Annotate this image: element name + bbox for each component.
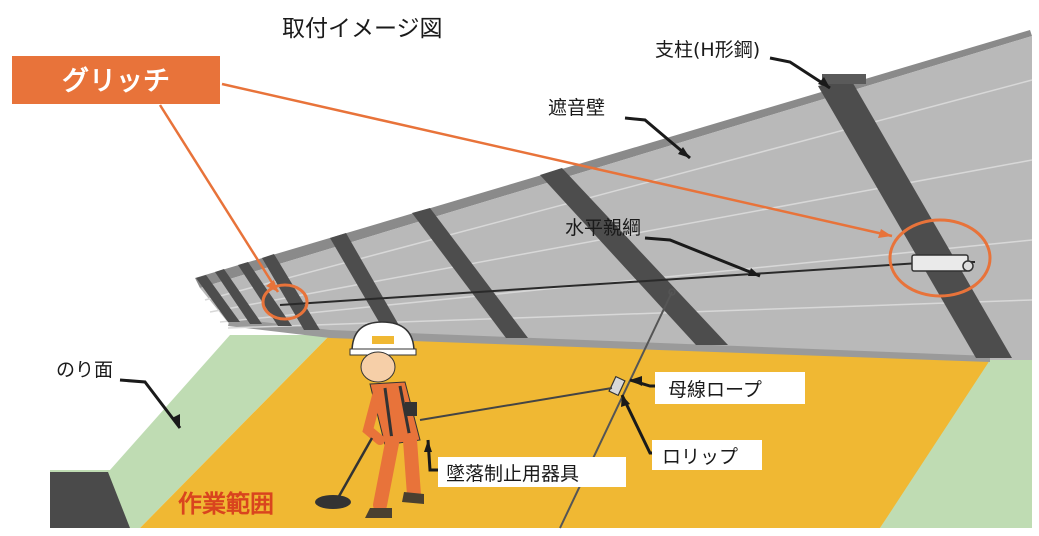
pillars xyxy=(196,78,1012,358)
slope-label: のり面 xyxy=(56,359,113,381)
slope-left-area xyxy=(50,335,330,528)
grip-leader-right xyxy=(221,82,893,238)
grip-leader-left xyxy=(158,104,280,293)
horizontal-lifeline xyxy=(279,261,936,306)
fall-arrest-label: 墜落制止用器具 xyxy=(446,463,579,485)
grip-highlight-large xyxy=(888,218,992,298)
grip-arrow-right xyxy=(878,229,892,238)
fall-arrest-label-bg xyxy=(438,457,626,487)
grip-clamp-device xyxy=(911,254,969,272)
pillar-label: 支柱(H形鋼) xyxy=(655,39,760,61)
grip-bolt xyxy=(962,260,974,272)
grip-highlight-small xyxy=(261,283,309,321)
pillar-cap xyxy=(822,74,866,84)
callout-arrowheads xyxy=(172,77,830,452)
lanyard xyxy=(419,387,613,421)
road-block xyxy=(50,472,130,528)
grip-label-box xyxy=(12,56,220,104)
grip-arrow-left xyxy=(266,280,278,292)
sound-wall-label: 遮音壁 xyxy=(548,97,605,119)
rollip-label: ロリップ xyxy=(662,446,738,468)
wall-top-edge xyxy=(195,30,1032,288)
rope-anchor xyxy=(668,288,676,296)
rollip-label-bg xyxy=(652,440,762,470)
mother-rope-label: 母線ロープ xyxy=(668,379,762,401)
slope-right-area xyxy=(880,360,1032,528)
diagram-title: 取付イメージ図 xyxy=(282,16,443,42)
worker-figure xyxy=(315,321,424,518)
wall-bottom-shade xyxy=(228,318,990,362)
rollip-device xyxy=(608,375,626,397)
mother-rope xyxy=(559,291,673,529)
work-area-label: 作業範囲 xyxy=(178,490,274,518)
grip-label: グリッチ xyxy=(62,65,170,97)
sound-wall-panel xyxy=(200,36,1032,360)
horizontal-lifeline-label: 水平親綱 xyxy=(565,217,641,239)
mother-rope-label-bg xyxy=(655,372,805,404)
